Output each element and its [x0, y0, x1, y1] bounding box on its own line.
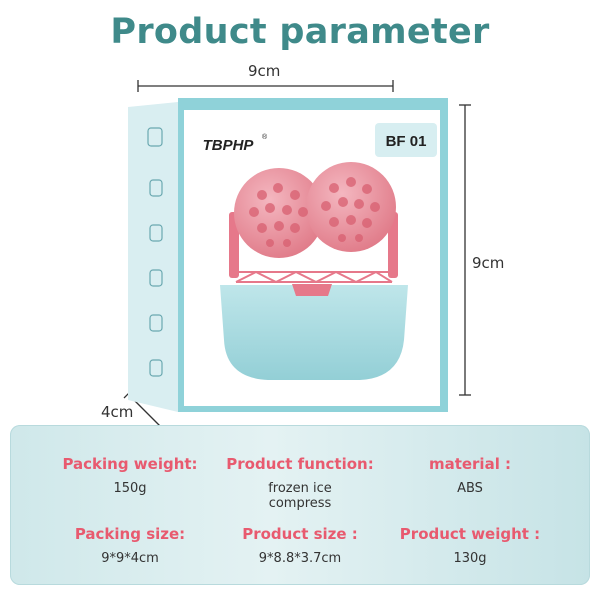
param-value-line: compress — [268, 496, 332, 511]
height-dimension-label: 9cm — [472, 254, 505, 272]
box-model-label: BF 01 — [386, 133, 427, 150]
param-material: material : ABS — [380, 455, 560, 496]
param-value: 150g — [113, 481, 147, 496]
param-label: Packing size: — [74, 525, 186, 543]
dimension-arrow-vertical-icon — [459, 104, 471, 396]
param-value: 130g — [453, 551, 487, 566]
box-brand-mark: ® — [262, 133, 268, 141]
param-packing-size: Packing size: 9*9*4cm — [40, 525, 220, 566]
param-label: Product function: — [226, 455, 374, 473]
param-label: Packing weight: — [62, 455, 198, 473]
param-value: 9*9*4cm — [101, 551, 159, 566]
param-value: 9*8.8*3.7cm — [258, 551, 342, 566]
dimension-arrow-horizontal-icon — [137, 80, 394, 92]
param-product-size: Product size : 9*8.8*3.7cm — [210, 525, 390, 566]
page-title: Product parameter — [110, 12, 490, 52]
param-value-line: frozen ice — [268, 481, 332, 496]
param-label: Product size : — [242, 525, 358, 543]
param-packing-weight: Packing weight: 150g — [40, 455, 220, 496]
param-product-weight: Product weight : 130g — [380, 525, 560, 566]
param-product-function: Product function: frozen ice compress — [210, 455, 390, 511]
param-label: material : — [428, 455, 512, 473]
width-dimension-label: 9cm — [248, 62, 281, 80]
param-label: Product weight : — [399, 525, 541, 543]
box-brand-logo: TBPHP — [203, 137, 255, 154]
ice-roller-device — [220, 162, 408, 380]
param-value: frozen ice compress — [210, 481, 390, 511]
depth-dimension-label: 4cm — [101, 403, 134, 421]
param-value: ABS — [457, 481, 483, 496]
parameter-panel: Packing weight: 150g Product function: f… — [10, 425, 590, 585]
box-side-icons — [147, 127, 163, 377]
